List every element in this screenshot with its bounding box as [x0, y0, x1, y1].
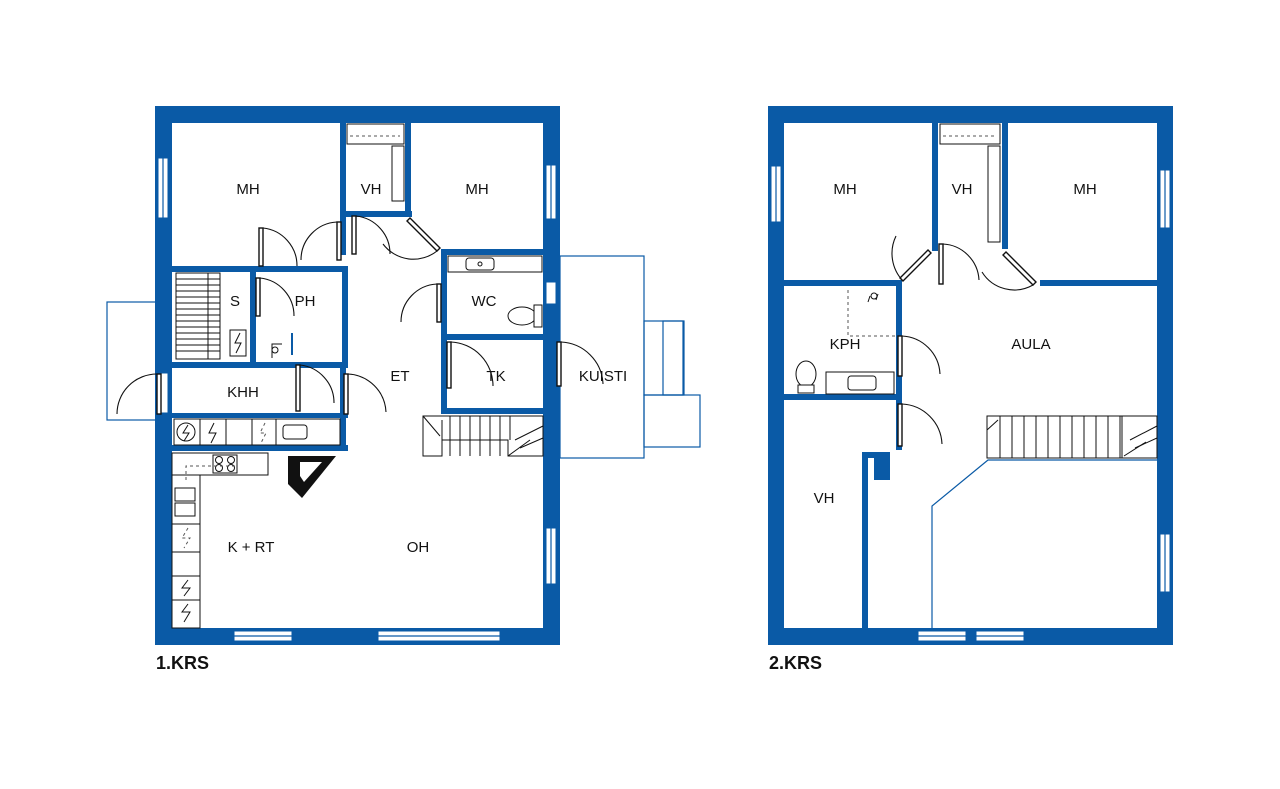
room-label-khh: KHH — [227, 384, 259, 401]
doors-2 — [891, 235, 1037, 447]
room-label-mh-right: MH — [465, 181, 488, 198]
room-label-s: S — [230, 293, 240, 310]
terrace-outlines — [106, 255, 701, 459]
interior-walls — [172, 123, 559, 451]
room-label-2-mh-right: MH — [1073, 181, 1096, 198]
wc-fixtures — [447, 255, 543, 328]
shower-icon — [271, 333, 293, 358]
sauna-bench — [175, 272, 247, 360]
room-label-mh-left: MH — [236, 181, 259, 198]
railing — [931, 459, 1157, 628]
kitchen-counter — [171, 452, 269, 629]
room-label-2-mh-left: MH — [833, 181, 856, 198]
windows — [157, 157, 557, 642]
room-label-tk: TK — [486, 368, 505, 385]
floor-1-label: 1.KRS — [156, 653, 209, 673]
room-labels-floor-1: MH VH MH S PH WC KHH ET TK KUISTI K + RT… — [227, 181, 627, 556]
bathroom-fixtures-2 — [795, 290, 896, 395]
floor-2-label: 2.KRS — [769, 653, 822, 673]
room-label-2-kph: KPH — [830, 336, 861, 353]
floor-2-plan: MH VH MH KPH AULA VH 2.KRS — [768, 106, 1173, 673]
doors — [116, 215, 604, 415]
room-labels-floor-2: MH VH MH KPH AULA VH — [814, 181, 1097, 507]
room-label-2-aula: AULA — [1011, 336, 1050, 353]
room-label-2-vh-bottom: VH — [814, 490, 835, 507]
room-label-k-rt: K + RT — [228, 539, 275, 556]
room-label-2-vh-top: VH — [952, 181, 973, 198]
stairs-floor-1 — [422, 415, 544, 457]
room-label-ph: PH — [295, 293, 316, 310]
room-label-et: ET — [390, 368, 409, 385]
room-label-kuisti: KUISTI — [579, 368, 627, 385]
room-label-oh: OH — [407, 539, 430, 556]
room-label-vh: VH — [361, 181, 382, 198]
floor-1-plan: MH VH MH S PH WC KHH ET TK KUISTI K + RT… — [106, 106, 701, 673]
room-label-wc: WC — [472, 293, 497, 310]
stairs-floor-2 — [986, 415, 1158, 459]
closet — [346, 123, 405, 202]
exterior-walls-2 — [768, 106, 1173, 645]
utility-counter — [173, 418, 341, 446]
windows-2 — [770, 165, 1171, 642]
closet-2 — [939, 123, 1001, 243]
